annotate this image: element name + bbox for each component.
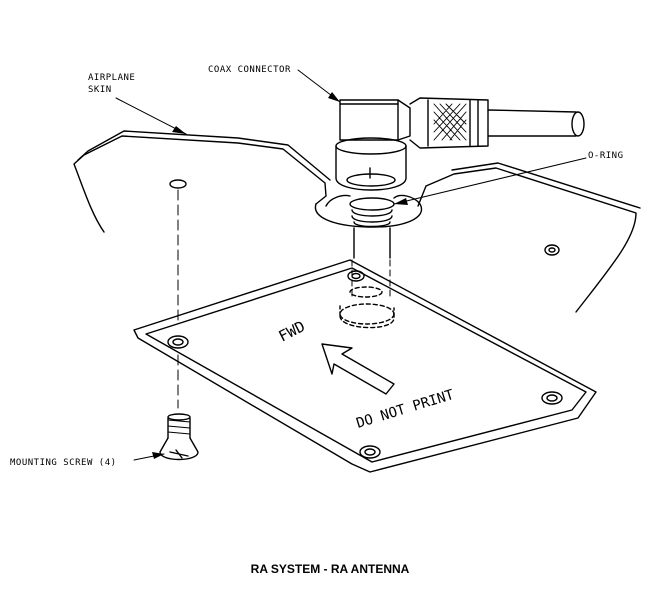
- plate-stud-phantom-top: [339, 303, 395, 325]
- plate-fwd-text: FWD: [276, 317, 308, 345]
- mounting-screw-slot: [169, 449, 189, 459]
- antenna-plate: [133, 259, 597, 473]
- skin-fastener-inner: [548, 247, 556, 253]
- figure-caption: RA SYSTEM - RA ANTENNA: [250, 562, 410, 576]
- label-coax-connector: COAX CONNECTOR: [208, 65, 291, 75]
- skin-cutout-inner: [325, 194, 351, 207]
- connector-coupling-bottom: [346, 173, 396, 187]
- coax-elbow-side: [397, 99, 411, 141]
- skin-cutout: [314, 194, 423, 228]
- airplane-skin-left-thickness: [77, 130, 331, 181]
- connector-coupling-top: [335, 137, 407, 155]
- label-airplane-skin-line2: SKIN: [88, 85, 112, 95]
- plate-hole-left: [167, 335, 189, 349]
- label-o-ring: O-RING: [588, 151, 624, 161]
- arrowhead-o-ring: [394, 198, 408, 205]
- antenna-plate-bevel: [145, 267, 587, 463]
- arrowhead-mounting-screw: [152, 452, 164, 459]
- arrowhead-airplane-skin: [172, 126, 186, 134]
- mounting-screw-threads: [167, 419, 191, 435]
- plate-hole-top: [347, 270, 365, 282]
- coax-knurl: [433, 103, 467, 141]
- plate-hole-bottom: [359, 445, 381, 459]
- leader-o-ring: [393, 157, 587, 205]
- o-ring-outer: [349, 197, 395, 211]
- fwd-arrow: [321, 343, 395, 395]
- coax-cable: [487, 109, 577, 137]
- skin-mounting-hole: [169, 179, 187, 189]
- airplane-skin-left: [73, 135, 327, 233]
- arrowhead-coax-connector: [328, 92, 340, 102]
- label-airplane-skin-line1: AIRPLANE: [88, 73, 135, 83]
- plate-warning-text: DO NOT PRINT: [354, 387, 456, 432]
- mounting-screw-head: [159, 437, 199, 461]
- connector-coupling: [335, 145, 407, 191]
- skin-fastener: [544, 244, 560, 256]
- plate-stud-phantom: [349, 286, 383, 298]
- leader-airplane-skin: [115, 97, 187, 135]
- airplane-skin-right-thickness: [451, 162, 641, 209]
- mounting-screw-tip: [167, 413, 191, 421]
- antenna-stud-threads: [351, 209, 393, 228]
- alignment-line-antenna: [351, 259, 391, 301]
- coax-nut: [409, 97, 489, 149]
- coax-connector-elbow: [339, 99, 399, 141]
- plate-hole-right: [541, 391, 563, 405]
- label-mounting-screw: MOUNTING SCREW (4): [10, 458, 117, 468]
- antenna-stud: [353, 227, 391, 259]
- coax-cable-end: [571, 111, 585, 137]
- airplane-skin-right: [417, 167, 637, 313]
